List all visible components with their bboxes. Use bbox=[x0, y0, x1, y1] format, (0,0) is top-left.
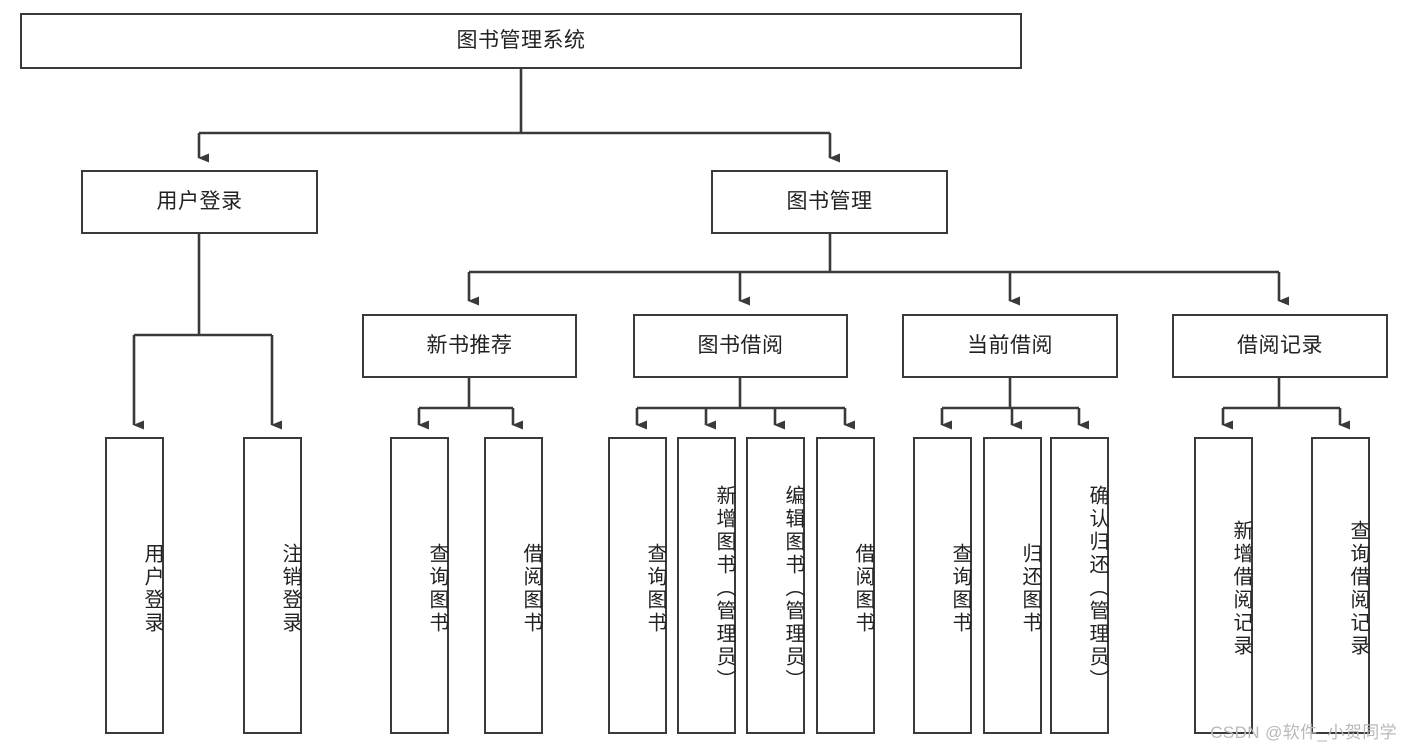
leaf-add-book-admin[interactable]: 新增图书（管理员） bbox=[677, 437, 736, 734]
node-root-book-management-system[interactable]: 图书管理系统 bbox=[20, 13, 1022, 69]
leaf-query-book-borrow[interactable]: 查询图书 bbox=[608, 437, 667, 734]
leaf-logout-login[interactable]: 注销登录 bbox=[243, 437, 302, 734]
leaf-return-book[interactable]: 归还图书 bbox=[983, 437, 1042, 734]
leaf-borrow-book-borrow[interactable]: 借阅图书 bbox=[816, 437, 875, 734]
leaf-user-login[interactable]: 用户登录 bbox=[105, 437, 164, 734]
leaf-borrow-book-new-recommend[interactable]: 借阅图书 bbox=[484, 437, 543, 734]
leaf-add-borrow-record[interactable]: 新增借阅记录 bbox=[1194, 437, 1253, 734]
leaf-query-borrow-record[interactable]: 查询借阅记录 bbox=[1311, 437, 1370, 734]
node-book-borrow[interactable]: 图书借阅 bbox=[633, 314, 848, 378]
leaf-confirm-return-admin[interactable]: 确认归还（管理员） bbox=[1050, 437, 1109, 734]
node-user-login[interactable]: 用户登录 bbox=[81, 170, 318, 234]
node-borrow-record[interactable]: 借阅记录 bbox=[1172, 314, 1388, 378]
node-new-book-recommend[interactable]: 新书推荐 bbox=[362, 314, 577, 378]
node-book-manage[interactable]: 图书管理 bbox=[711, 170, 948, 234]
leaf-edit-book-admin[interactable]: 编辑图书（管理员） bbox=[746, 437, 805, 734]
csdn-watermark: CSDN @软件_小贺同学 bbox=[1210, 723, 1397, 742]
node-current-borrow[interactable]: 当前借阅 bbox=[902, 314, 1118, 378]
leaf-query-book-new-recommend[interactable]: 查询图书 bbox=[390, 437, 449, 734]
leaf-query-book-current[interactable]: 查询图书 bbox=[913, 437, 972, 734]
